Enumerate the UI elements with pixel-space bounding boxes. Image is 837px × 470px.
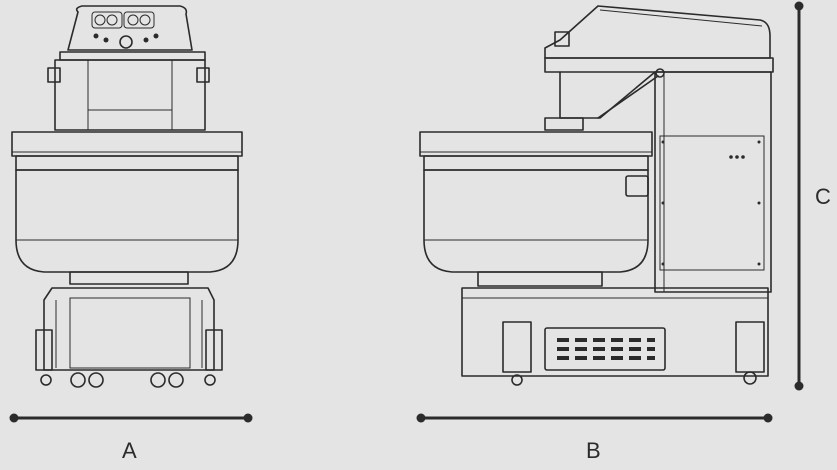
front-button-1 bbox=[93, 33, 99, 39]
dimension-b-line bbox=[416, 413, 773, 423]
side-access-panel bbox=[659, 135, 765, 271]
front-base-panel bbox=[69, 297, 191, 369]
front-head-base bbox=[59, 51, 206, 61]
front-leg-right bbox=[205, 329, 223, 371]
front-knob-1 bbox=[94, 14, 106, 26]
side-bowl-mount bbox=[477, 271, 603, 287]
side-panel-bolt-4 bbox=[757, 201, 761, 205]
side-bowl bbox=[423, 169, 649, 273]
side-column bbox=[654, 71, 772, 293]
front-bowl-mount bbox=[69, 271, 189, 285]
side-screw-2 bbox=[735, 155, 739, 159]
front-bowl bbox=[15, 169, 239, 273]
side-foot-front bbox=[511, 374, 523, 386]
front-main-knob bbox=[119, 35, 133, 49]
front-right-pivot bbox=[196, 67, 210, 83]
front-foot-left bbox=[40, 374, 52, 386]
front-leg-left bbox=[35, 329, 53, 371]
front-button-2 bbox=[103, 37, 109, 43]
dimension-c-label: C bbox=[815, 184, 831, 209]
front-display-right bbox=[123, 11, 155, 29]
front-button-3 bbox=[143, 37, 149, 43]
side-panel-bolt-2 bbox=[757, 140, 761, 144]
side-panel-bolt-5 bbox=[661, 262, 665, 266]
front-left-pivot bbox=[47, 67, 61, 83]
front-display-left bbox=[91, 11, 123, 29]
side-screw-1 bbox=[729, 155, 733, 159]
front-wheel-3 bbox=[150, 372, 166, 388]
side-panel-bolt-6 bbox=[757, 262, 761, 266]
dimension-b-label: B bbox=[586, 438, 601, 463]
front-wheel-2 bbox=[88, 372, 104, 388]
side-head-cover bbox=[544, 5, 771, 59]
front-wheel-4 bbox=[168, 372, 184, 388]
side-cover-line bbox=[599, 9, 763, 27]
dimension-c-line bbox=[794, 1, 804, 391]
dimension-a-label: A bbox=[122, 438, 137, 463]
front-knob-4 bbox=[139, 14, 151, 26]
front-column bbox=[54, 59, 206, 131]
front-knob-2 bbox=[106, 14, 118, 26]
side-arm-foot bbox=[544, 117, 584, 131]
side-bowl-band bbox=[423, 155, 649, 171]
side-panel-bolt-3 bbox=[661, 201, 665, 205]
side-panel-bolt-1 bbox=[661, 140, 665, 144]
side-leg-rear bbox=[735, 321, 765, 373]
front-control-panel bbox=[67, 5, 193, 51]
front-button-4 bbox=[153, 33, 159, 39]
side-arm-strut bbox=[597, 75, 659, 119]
front-knob-3 bbox=[127, 14, 139, 26]
side-arm-pivot bbox=[655, 68, 665, 78]
front-bowl-band bbox=[15, 155, 239, 171]
side-view-mixer bbox=[419, 5, 774, 386]
side-vent-slots bbox=[557, 338, 655, 360]
dimension-a-line bbox=[9, 413, 253, 423]
side-head-handle bbox=[554, 31, 570, 47]
front-foot-right bbox=[204, 374, 216, 386]
front-wheel-1 bbox=[70, 372, 86, 388]
side-vent-panel bbox=[544, 327, 666, 371]
side-wheel-rear bbox=[743, 371, 757, 385]
side-screw-3 bbox=[741, 155, 745, 159]
side-bowl-lock bbox=[625, 175, 649, 197]
side-leg-front bbox=[502, 321, 532, 373]
side-base bbox=[461, 287, 769, 377]
front-view-mixer bbox=[11, 5, 243, 388]
